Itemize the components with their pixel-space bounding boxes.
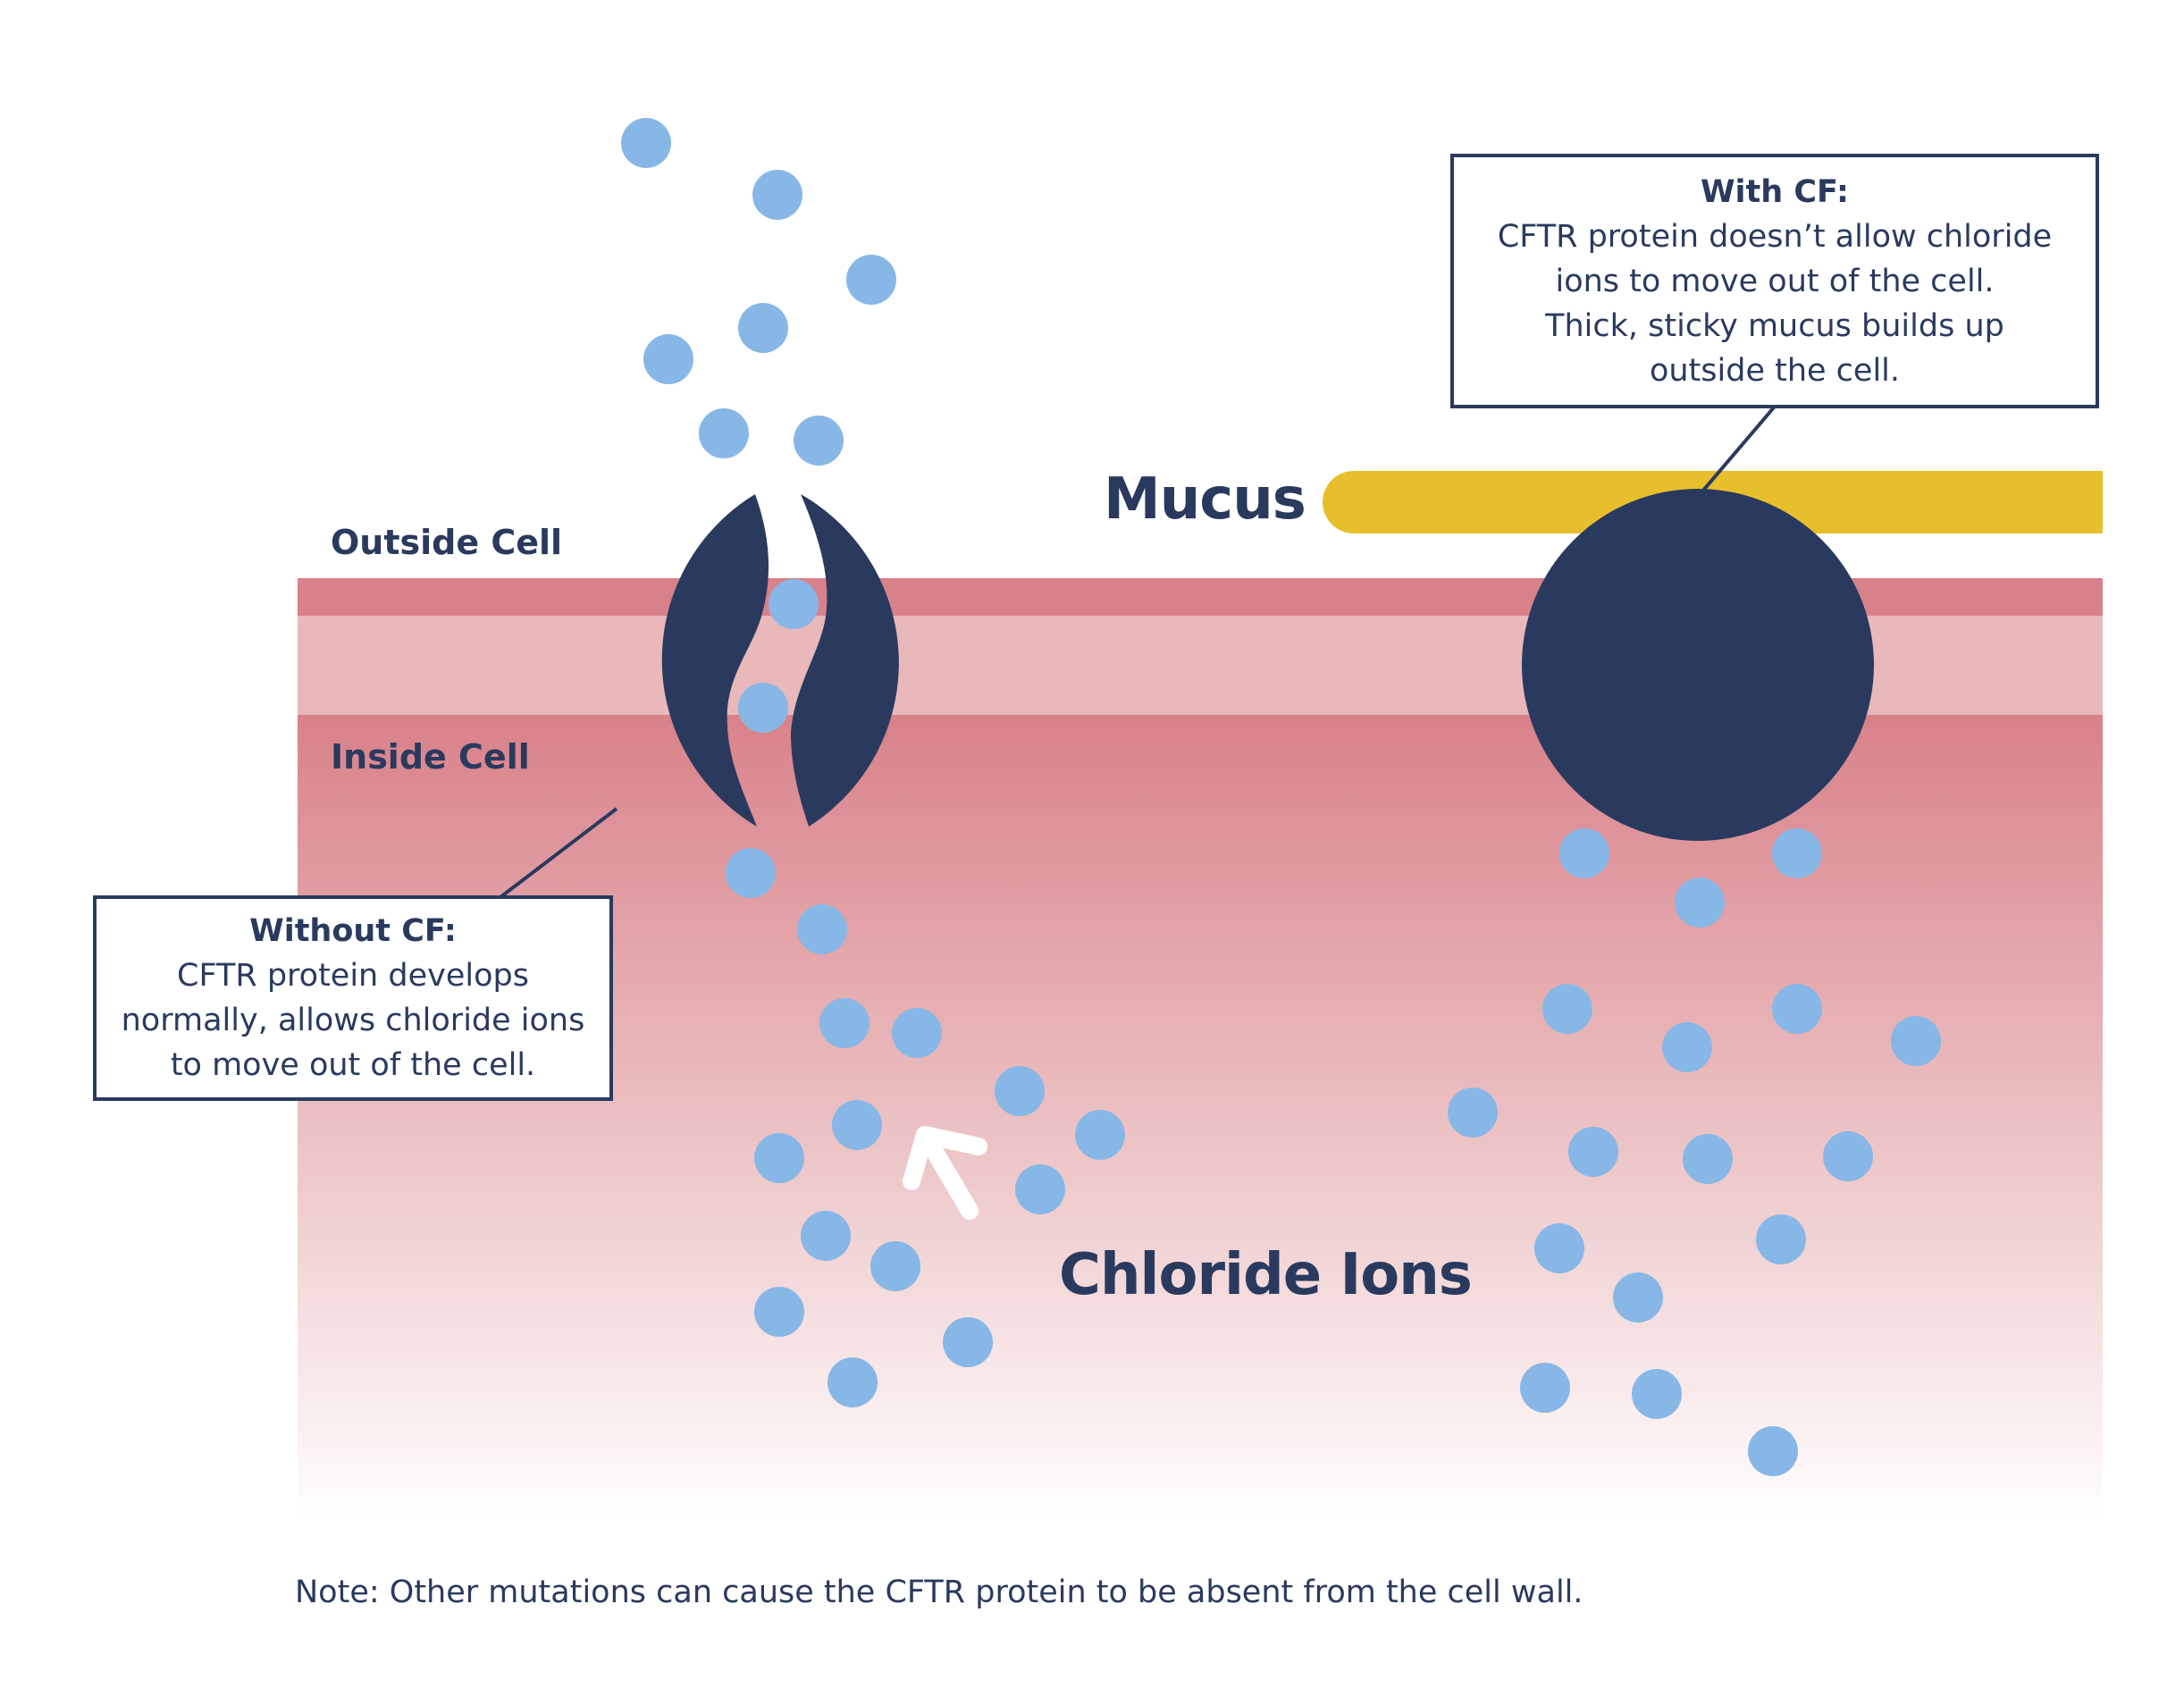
without-cf-line: CFTR protein develops bbox=[177, 958, 529, 994]
chloride-ion bbox=[1613, 1272, 1663, 1323]
chloride-ion bbox=[1891, 1016, 1941, 1066]
chloride-ion bbox=[801, 1211, 851, 1261]
chloride-ion bbox=[752, 170, 802, 220]
cftr-open-right-half bbox=[791, 494, 899, 827]
without-cf-line: normally, allows chloride ions bbox=[121, 1003, 585, 1038]
chloride-ion bbox=[995, 1066, 1045, 1116]
inside-cell-label: Inside Cell bbox=[331, 737, 530, 777]
chloride-ion bbox=[1823, 1131, 1873, 1181]
with-cf-line: CFTR protein doesn’t allow chloride bbox=[1497, 218, 2053, 255]
chloride-ion bbox=[738, 303, 788, 353]
with-cf-callout: With CF: CFTR protein doesn’t allow chlo… bbox=[1450, 154, 2099, 408]
chloride-ion bbox=[943, 1317, 993, 1367]
chloride-ion bbox=[827, 1357, 878, 1407]
chloride-ions bbox=[621, 118, 1941, 1476]
chloride-ion bbox=[1772, 828, 1822, 878]
chloride-ion bbox=[738, 683, 788, 733]
chloride-ion bbox=[846, 255, 896, 305]
chloride-ion bbox=[1520, 1363, 1570, 1413]
chloride-ion bbox=[769, 579, 819, 629]
chloride-ion bbox=[1683, 1134, 1733, 1184]
without-cf-callout: Without CF: CFTR protein develops normal… bbox=[93, 895, 613, 1101]
chloride-ion bbox=[754, 1133, 804, 1183]
chloride-ion bbox=[1075, 1110, 1125, 1160]
chloride-ion bbox=[1559, 828, 1609, 878]
chloride-ion bbox=[1015, 1164, 1065, 1214]
chloride-ions-label: Chloride Ions bbox=[1059, 1242, 1473, 1308]
arrow-icon bbox=[903, 1126, 987, 1220]
chloride-ion bbox=[1534, 1223, 1584, 1273]
chloride-ion bbox=[1448, 1088, 1498, 1138]
cell-interior bbox=[298, 715, 2103, 1524]
chloride-ion bbox=[819, 998, 869, 1048]
chloride-ion bbox=[643, 334, 693, 384]
chloride-ion bbox=[1632, 1369, 1682, 1419]
without-cf-title: Without CF: bbox=[249, 913, 457, 949]
with-cf-line: outside the cell. bbox=[1649, 352, 1901, 389]
cftr-protein-open bbox=[661, 494, 899, 827]
with-cf-line: Thick, sticky mucus builds up bbox=[1545, 307, 2004, 344]
chloride-ion bbox=[832, 1100, 882, 1150]
chloride-ion bbox=[754, 1287, 804, 1337]
chloride-ion bbox=[797, 904, 847, 954]
with-cf-line: ions to move out of the cell. bbox=[1555, 263, 1995, 299]
chloride-ion bbox=[1675, 878, 1725, 928]
chloride-ion bbox=[1748, 1426, 1798, 1476]
chloride-ion bbox=[1568, 1127, 1618, 1177]
outside-cell-label: Outside Cell bbox=[331, 523, 563, 562]
chloride-ion bbox=[621, 118, 671, 168]
chloride-ion bbox=[1662, 1022, 1712, 1072]
cftr-protein-closed bbox=[1522, 489, 1874, 841]
cftr-open-left-half bbox=[661, 494, 769, 827]
chloride-ion bbox=[1542, 984, 1592, 1034]
chloride-ion bbox=[1756, 1214, 1806, 1264]
mucus-label: Mucus bbox=[1104, 466, 1306, 533]
with-cf-connector bbox=[1701, 406, 1776, 493]
chloride-ion bbox=[870, 1241, 920, 1291]
chloride-ion bbox=[794, 416, 844, 466]
chloride-ion bbox=[726, 848, 776, 898]
chloride-ion bbox=[892, 1008, 942, 1058]
without-cf-line: to move out of the cell. bbox=[170, 1047, 536, 1083]
chloride-ion bbox=[699, 408, 749, 458]
without-cf-connector bbox=[499, 807, 618, 899]
footnote: Note: Other mutations can cause the CFTR… bbox=[295, 1575, 1583, 1610]
chloride-ion bbox=[1772, 984, 1822, 1034]
with-cf-title: With CF: bbox=[1700, 173, 1850, 210]
